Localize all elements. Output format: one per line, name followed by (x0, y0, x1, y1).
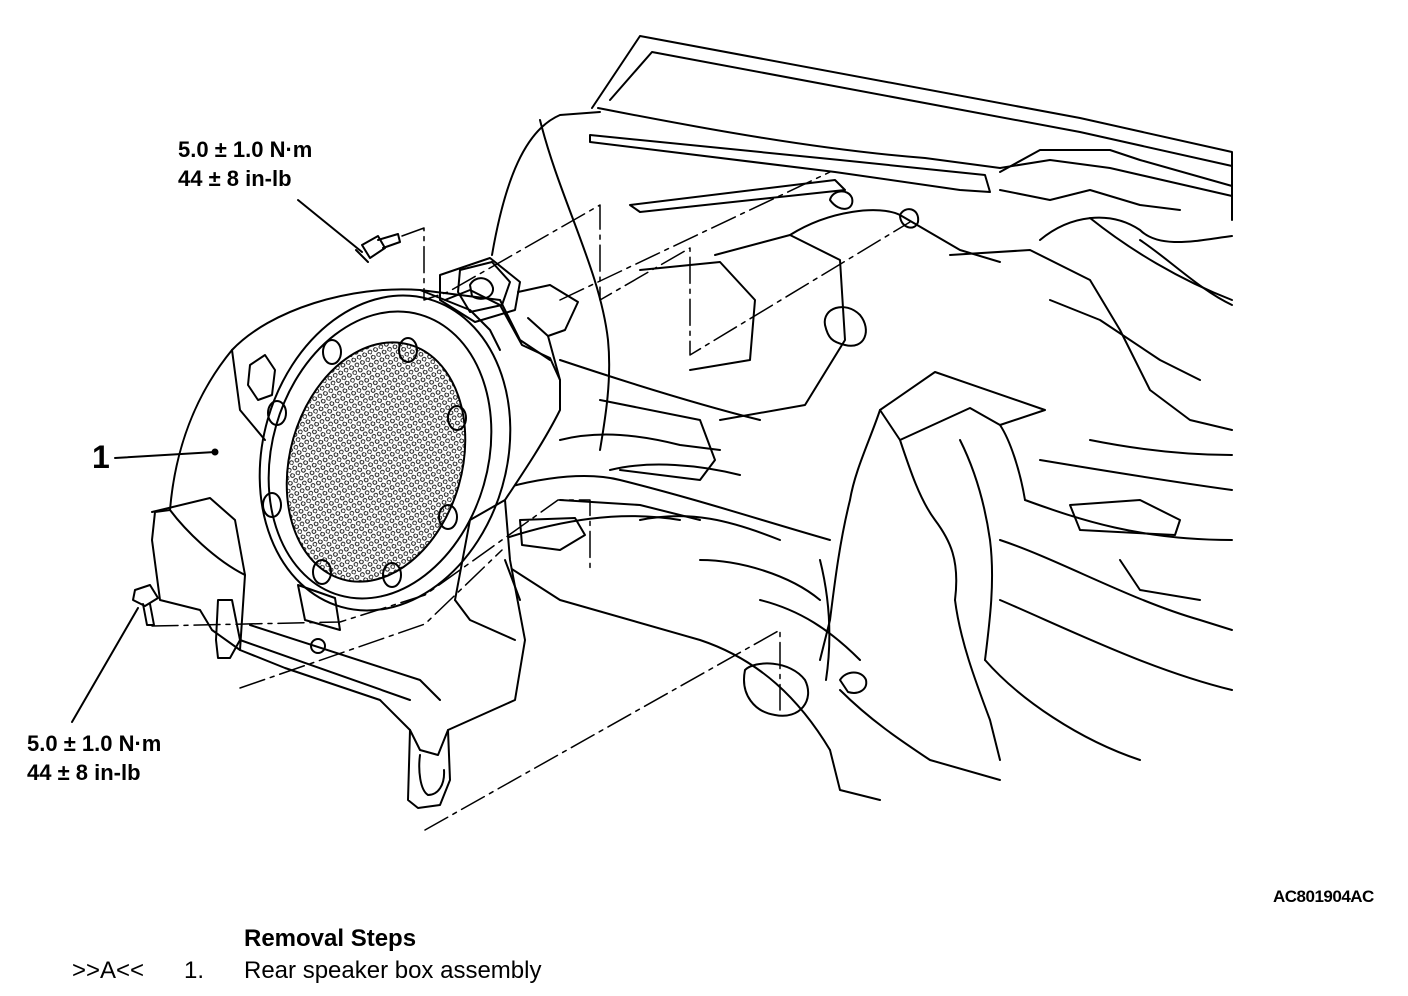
upper-bolt (355, 233, 401, 263)
torque-spec-upper: 5.0 ± 1.0 N·m 44 ± 8 in-lb (178, 135, 312, 193)
vehicle-body-panel (469, 35, 1233, 801)
step-description: Rear speaker box assembly (244, 957, 542, 984)
speaker-box-assembly (151, 257, 579, 809)
torque-spec-lower-imperial: 44 ± 8 in-lb (27, 760, 141, 785)
lower-bolt (132, 584, 159, 626)
alignment-lines (151, 171, 911, 831)
step-number: 1. (184, 957, 205, 984)
removal-step-row: >>A<< 1. Rear speaker box assembly (0, 957, 700, 987)
torque-spec-lower: 5.0 ± 1.0 N·m 44 ± 8 in-lb (27, 729, 161, 787)
step-reference-code: >>A<< (72, 957, 145, 984)
torque-spec-upper-imperial: 44 ± 8 in-lb (178, 166, 292, 191)
torque-spec-upper-metric: 5.0 ± 1.0 N·m (178, 137, 313, 162)
figure-id: AC801904AC (1273, 887, 1374, 906)
leader-line-lower-torque (71, 607, 139, 723)
callout-number-1: 1 (92, 439, 110, 475)
leader-line-upper-torque (297, 199, 363, 253)
leader-line-callout-1 (114, 451, 216, 459)
removal-steps-title: Removal Steps (244, 925, 417, 952)
torque-spec-lower-metric: 5.0 ± 1.0 N·m (27, 731, 162, 756)
